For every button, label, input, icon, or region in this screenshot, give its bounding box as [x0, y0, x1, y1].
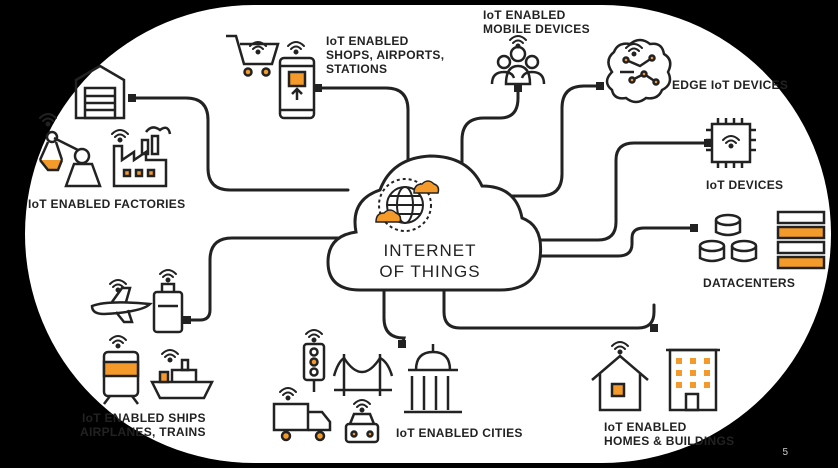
mini-cloud-icon: [413, 180, 440, 194]
government-building-icon: [404, 344, 462, 414]
traffic-light-icon: [302, 342, 326, 392]
connector-lines: [131, 84, 710, 347]
car-icon: [344, 412, 380, 444]
wifi-icon: [109, 279, 127, 293]
truck-icon: [272, 402, 332, 442]
wifi-icon: [111, 129, 129, 143]
shopping-cart-icon: [226, 34, 280, 77]
factory-icon: [112, 126, 172, 188]
wifi-icon: [509, 35, 527, 49]
wifi-icon: [625, 43, 643, 57]
label-devices: IoT DEVICES: [706, 178, 784, 192]
center-title: INTERNET OF THINGS: [360, 240, 500, 282]
label-factories: IoT ENABLED FACTORIES: [28, 197, 186, 211]
robot-arm-icon: [38, 130, 102, 188]
chip-icon: [706, 118, 756, 168]
smartphone-icon: [278, 56, 316, 120]
cloud-icon: [326, 154, 543, 292]
wifi-icon: [109, 335, 127, 349]
ship-icon: [149, 358, 215, 400]
wifi-icon: [249, 41, 267, 55]
wifi-icon: [611, 341, 629, 355]
server-rack-icon: [776, 210, 826, 270]
airplane-icon: [90, 286, 153, 324]
center-title-line1: INTERNET: [383, 241, 477, 260]
office-building-icon: [666, 348, 720, 412]
wifi-icon: [305, 329, 323, 343]
wifi-icon: [159, 269, 177, 283]
label-ships: IoT ENABLED SHIPS AIRPLANES, TRAINS: [80, 411, 206, 439]
database-icon: [698, 213, 758, 263]
label-cities: IoT ENABLED CITIES: [396, 426, 523, 440]
wifi-icon: [161, 349, 179, 363]
wifi-icon: [287, 41, 305, 55]
luggage-icon: [152, 282, 184, 334]
label-homes: IoT ENABLED HOMES & BUILDINGS: [604, 420, 735, 448]
users-icon: [490, 45, 546, 86]
wifi-icon: [353, 399, 371, 413]
page-number: 5: [782, 447, 788, 458]
office-windows: [676, 358, 710, 388]
house-icon: [591, 354, 649, 412]
wifi-icon: [722, 135, 740, 149]
mini-cloud-icon: [375, 209, 402, 223]
brain-icon: [605, 38, 672, 104]
label-edge: EDGE IoT DEVICES: [672, 78, 789, 92]
wifi-icon: [39, 113, 57, 127]
bridge-icon: [332, 354, 394, 396]
wifi-signals: [39, 35, 740, 413]
connector-plugs: [128, 82, 712, 348]
label-shops: IoT ENABLED SHOPS, AIRPORTS, STATIONS: [326, 34, 445, 76]
warehouse-icon: [74, 64, 126, 120]
wifi-icon: [279, 387, 297, 401]
label-mobile: IoT ENABLED MOBILE DEVICES: [483, 8, 590, 36]
train-icon: [102, 350, 140, 405]
center-title-line2: OF THINGS: [379, 262, 481, 281]
label-datacenters: DATACENTERS: [703, 276, 796, 290]
